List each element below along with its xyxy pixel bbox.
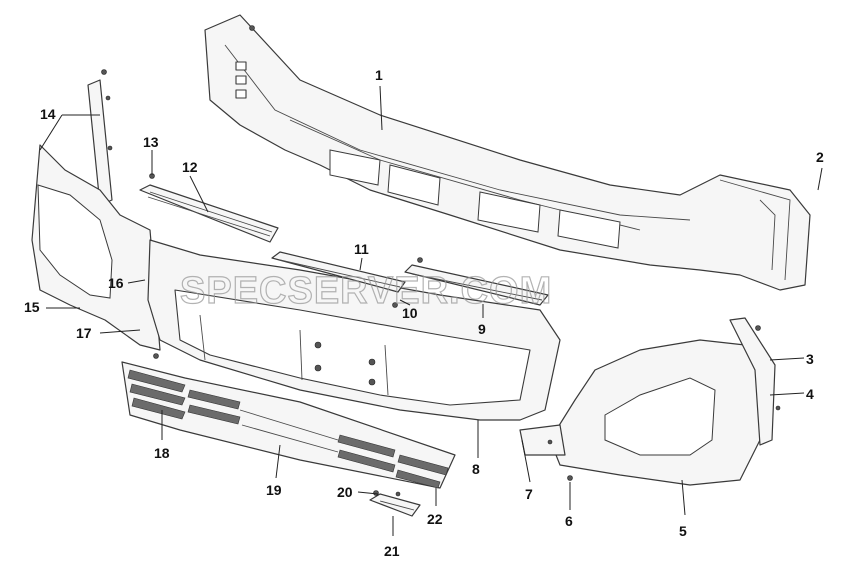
callout-21: 21 xyxy=(384,543,400,559)
callout-10: 10 xyxy=(402,305,418,321)
center-bumper xyxy=(147,239,561,421)
callout-13: 13 xyxy=(143,134,159,150)
callout-9: 9 xyxy=(478,321,486,337)
callout-14: 14 xyxy=(40,106,56,122)
callout-3: 3 xyxy=(806,351,814,367)
left-corner-cover xyxy=(31,144,161,359)
lower-small-plate xyxy=(369,490,421,517)
callout-18: 18 xyxy=(154,445,170,461)
callout-12: 12 xyxy=(182,159,198,175)
right-mount-bracket xyxy=(519,424,566,456)
callout-11: 11 xyxy=(354,241,369,257)
callout-16: 16 xyxy=(108,275,124,291)
callout-1: 1 xyxy=(375,67,383,83)
callout-4: 4 xyxy=(806,386,814,402)
callout-22: 22 xyxy=(427,511,443,527)
callout-8: 8 xyxy=(472,461,480,477)
watermark-text: SPECSERVER.COM xyxy=(180,270,552,312)
callout-7: 7 xyxy=(525,486,533,502)
callout-15: 15 xyxy=(24,299,40,315)
callout-labels: 1 2 3 4 5 6 7 8 9 10 11 12 13 14 15 16 1… xyxy=(24,67,824,559)
callout-2: 2 xyxy=(816,149,824,165)
callout-17: 17 xyxy=(76,325,92,341)
callout-20: 20 xyxy=(337,484,353,500)
callout-19: 19 xyxy=(266,482,282,498)
left-bracket xyxy=(87,69,113,206)
center-step-plates xyxy=(271,251,549,308)
callout-6: 6 xyxy=(565,513,573,529)
bumper-frame xyxy=(204,14,811,291)
right-corner-cover xyxy=(549,339,761,486)
callout-5: 5 xyxy=(679,523,687,539)
lower-grille xyxy=(121,361,456,489)
right-bracket xyxy=(729,317,781,446)
leader-lines xyxy=(39,85,823,536)
upper-left-step-plate xyxy=(139,173,279,243)
